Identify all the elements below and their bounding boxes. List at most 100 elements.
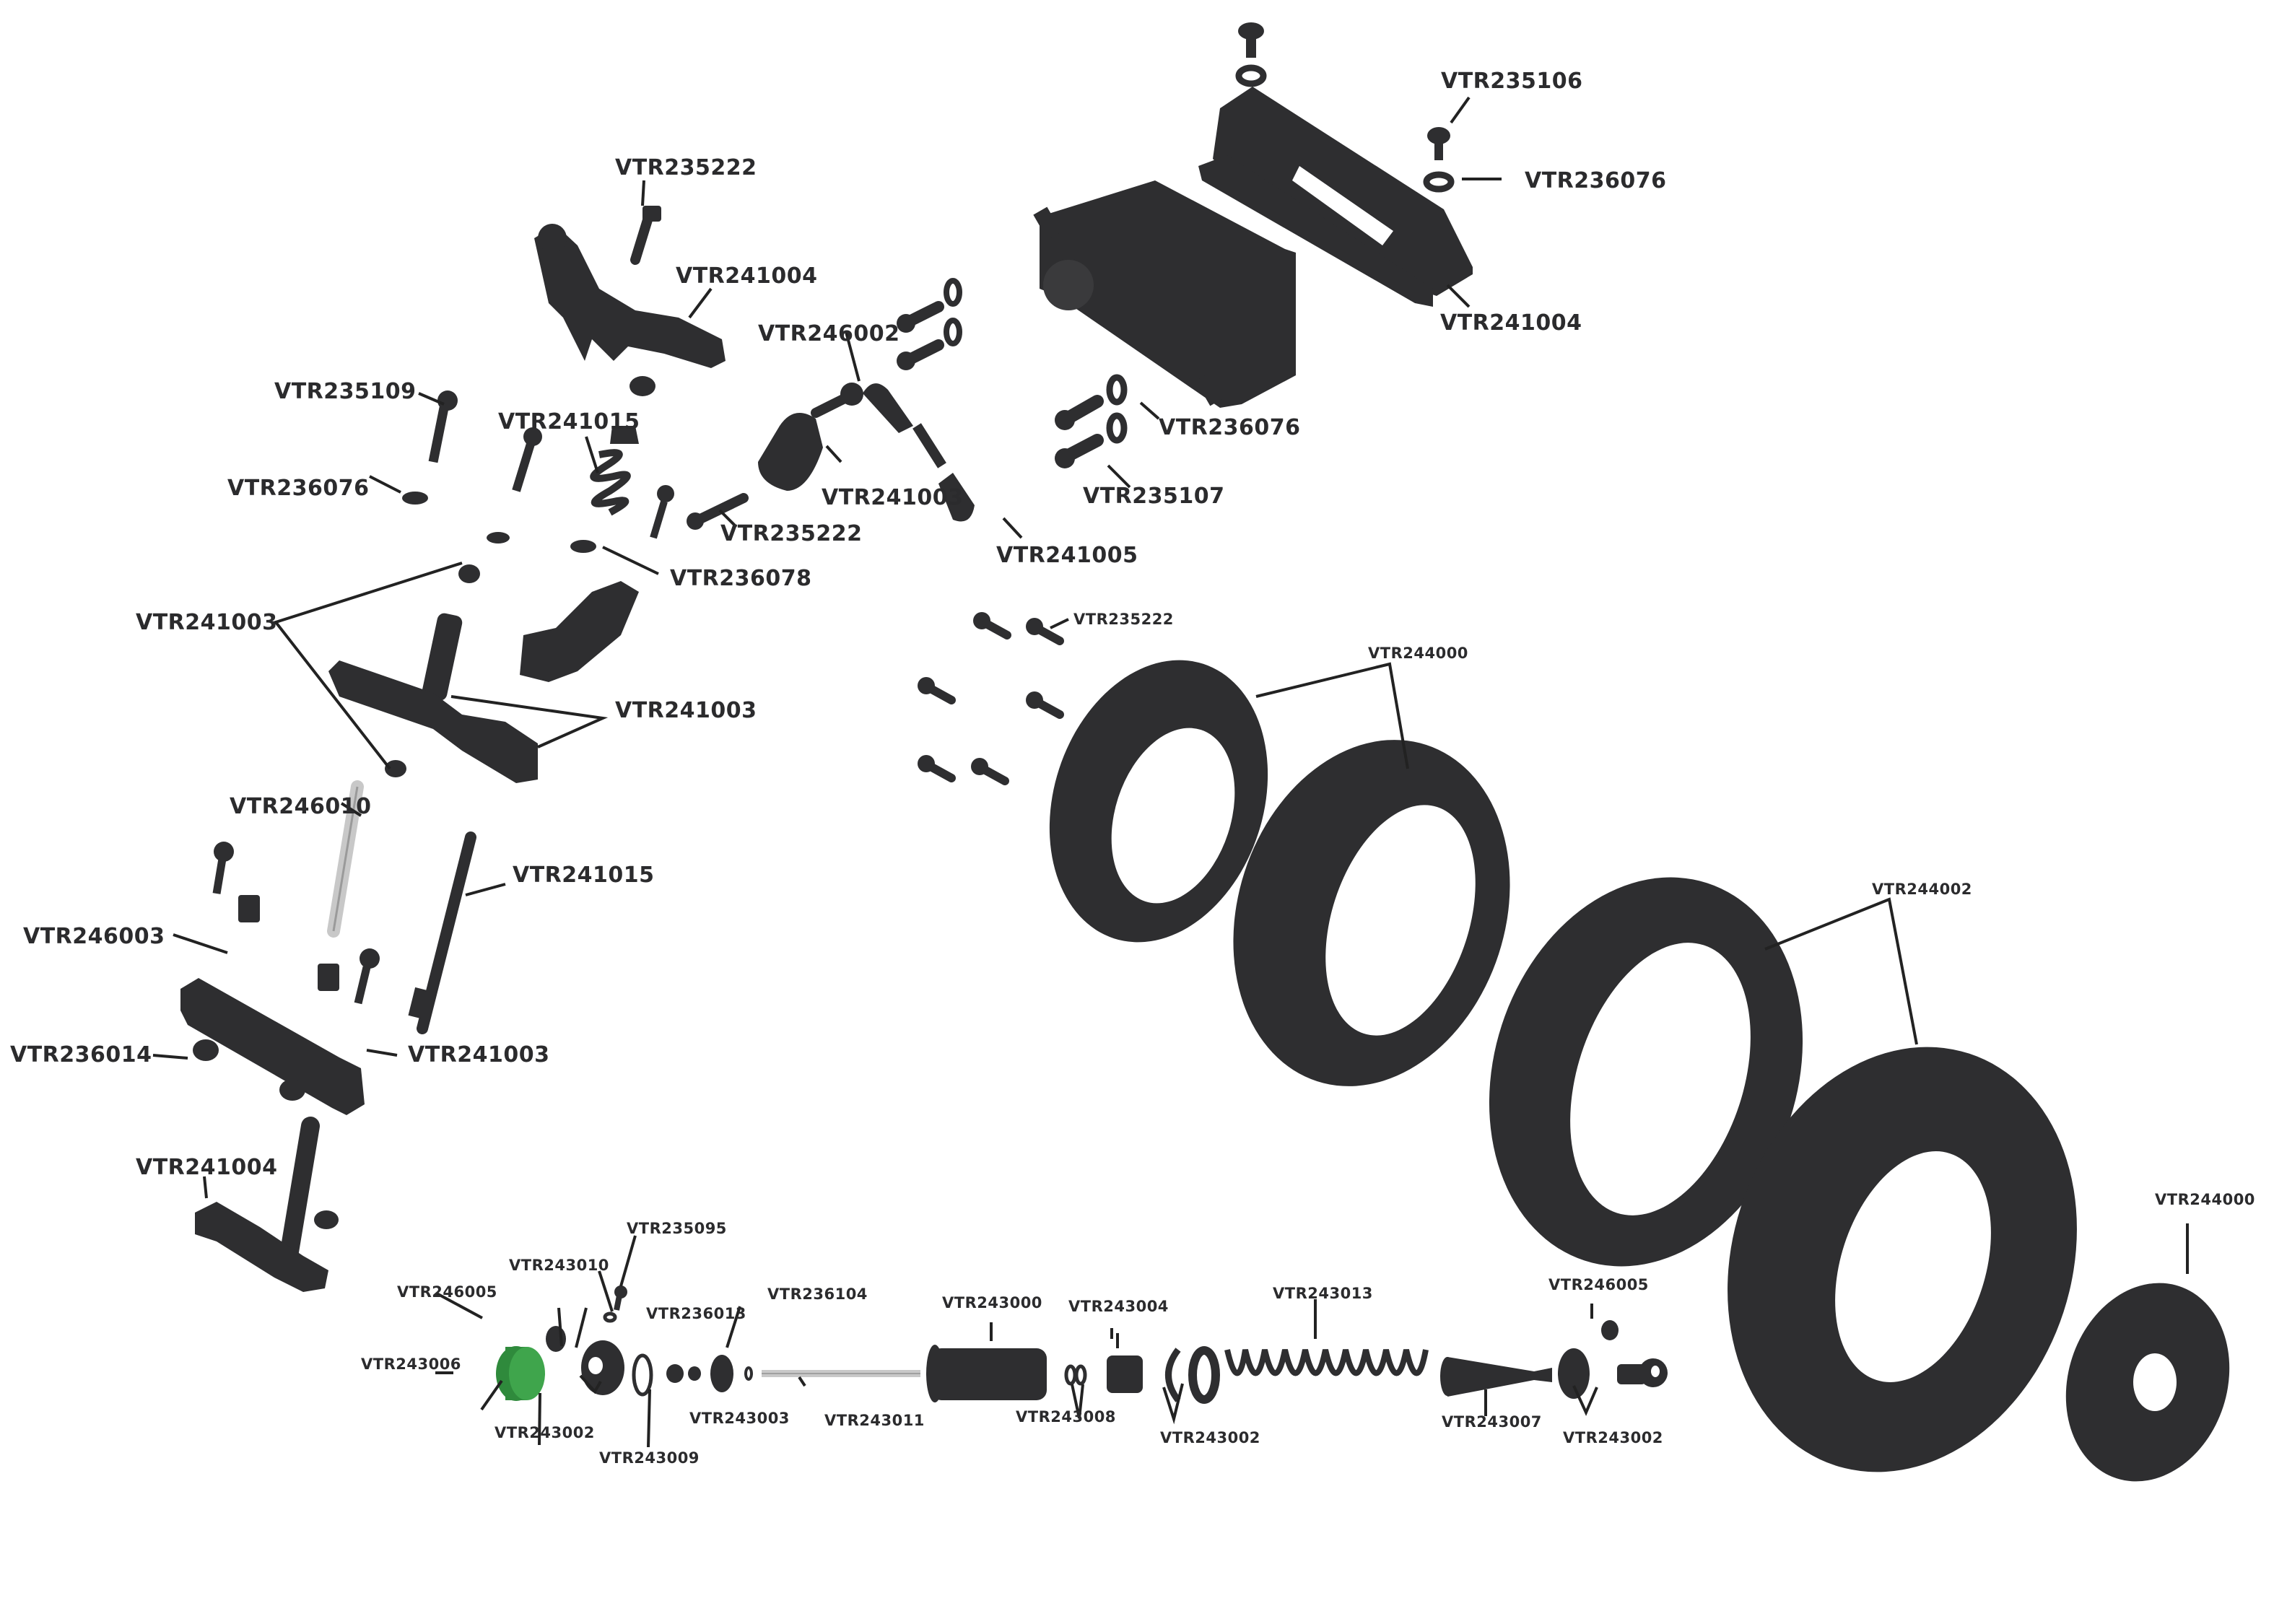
label-wheel-screws: VTR235222 xyxy=(1073,611,1174,628)
shock-rod-end xyxy=(1617,1358,1668,1387)
shock-oring xyxy=(632,1353,653,1397)
screw-left xyxy=(428,390,458,463)
label-shock-orings: VTR243008 xyxy=(1016,1408,1116,1426)
label-servo-washer: VTR236076 xyxy=(1159,415,1301,440)
ball-stud-left xyxy=(650,485,674,539)
label-shock-top-screw: VTR235095 xyxy=(627,1220,727,1237)
label-shock-rod-end: VTR243002 xyxy=(1563,1429,1663,1446)
washer-mid xyxy=(487,532,510,543)
label-shock-spring: VTR243013 xyxy=(1273,1285,1373,1302)
label-shock-eclip: VTR236104 xyxy=(767,1285,868,1303)
servo-mount-bracket xyxy=(1198,87,1473,307)
label-drag-link-ball: VTR246003 xyxy=(23,924,165,949)
label-shock-collar: VTR243004 xyxy=(1068,1298,1169,1315)
label-spring-post: VTR241015 xyxy=(498,409,640,435)
shock-boot-end xyxy=(1440,1357,1455,1396)
spring-post-screw xyxy=(512,427,542,492)
shock-cap xyxy=(496,1346,545,1401)
shock-clip xyxy=(1165,1348,1181,1402)
arm-screw-top xyxy=(630,206,661,265)
shock-top-end xyxy=(581,1340,624,1395)
label-shock-top-end: VTR243002 xyxy=(495,1424,595,1441)
bushing-upper-left xyxy=(458,564,480,583)
steering-arm-top xyxy=(534,224,726,368)
label-turnbuckle-end: VTR241005 xyxy=(996,543,1138,568)
bellcrank-right xyxy=(520,581,639,682)
bushing-lower-left xyxy=(385,760,406,777)
bushing-mid xyxy=(279,1079,305,1101)
shock-oring-a xyxy=(1064,1364,1077,1386)
drag-link xyxy=(180,978,365,1115)
ball-studs-lower xyxy=(212,842,380,1005)
label-shock-nut: VTR236013 xyxy=(646,1305,746,1322)
servo-mount-screw-top xyxy=(1235,22,1267,87)
label-shock-shaft: VTR243011 xyxy=(824,1412,925,1429)
label-tire-pair: VTR244002 xyxy=(1872,881,1972,898)
bushing-top xyxy=(630,376,655,396)
bellcrank-left xyxy=(328,613,538,783)
tire-outer xyxy=(1728,1047,2077,1472)
spring-washer xyxy=(570,540,596,553)
wheel-screws xyxy=(918,612,1064,785)
label-bellcrank-lower: VTR241004 xyxy=(136,1155,278,1180)
shock-spring xyxy=(1224,1349,1429,1376)
label-shock-oring-small: VTR243010 xyxy=(509,1257,609,1274)
label-shock-piston: VTR243003 xyxy=(689,1410,790,1427)
label-washer-left: VTR236076 xyxy=(227,476,370,501)
label-shock-ball-left: VTR246005 xyxy=(397,1283,497,1301)
label-bushing-small: VTR236014 xyxy=(10,1042,152,1068)
shock-piston-small xyxy=(688,1366,701,1381)
label-wheel-hub: VTR244000 xyxy=(2155,1191,2255,1208)
servo-body xyxy=(1033,180,1296,408)
wheel-half-inner xyxy=(1233,740,1510,1086)
label-servo-washer-top: VTR236076 xyxy=(1525,168,1667,193)
label-servo-screw-top: VTR235106 xyxy=(1441,69,1583,94)
ball-stud xyxy=(811,383,863,418)
shock-oring-b xyxy=(1074,1364,1087,1386)
label-bellcrank-pair: VTR241003 xyxy=(615,698,757,723)
label-hinge-pin: VTR246010 xyxy=(230,794,372,819)
bushing-small xyxy=(193,1039,219,1061)
label-shock-clip-retainer: VTR243002 xyxy=(1160,1429,1260,1446)
label-servo-mount: VTR241004 xyxy=(1440,310,1582,336)
shock-bottom-end xyxy=(1558,1320,1619,1399)
wheel-half-outer xyxy=(1049,660,1268,943)
label-servo-saver-horn: VTR241003 xyxy=(822,485,964,510)
label-steering-arm-top: VTR241004 xyxy=(676,263,818,289)
top-hat-bushings xyxy=(238,895,339,991)
servo-mount-screw-right xyxy=(1423,127,1455,193)
shock-boot xyxy=(1447,1357,1552,1397)
leader-lines xyxy=(152,96,2189,1448)
shock-nut xyxy=(666,1364,684,1383)
shock-spring-cup xyxy=(1188,1346,1220,1404)
label-spring-washer: VTR236078 xyxy=(670,566,812,591)
servo-horn xyxy=(758,413,823,491)
label-horn-screw: VTR235222 xyxy=(720,521,863,546)
label-post-shaft: VTR241015 xyxy=(513,863,655,888)
post-shaft xyxy=(408,831,476,1034)
shock-body xyxy=(926,1345,1047,1402)
label-servo-screw: VTR235107 xyxy=(1083,484,1225,509)
turnbuckle xyxy=(863,383,975,522)
horn-screws xyxy=(897,278,962,370)
shock-top-screw xyxy=(603,1285,627,1323)
label-drag-link: VTR241003 xyxy=(408,1042,550,1068)
bellcrank-lower xyxy=(195,1117,328,1292)
label-wheel-halves: VTR244000 xyxy=(1368,645,1468,662)
shock-piston xyxy=(710,1355,733,1392)
label-arm-screw-top: VTR235222 xyxy=(615,155,757,180)
label-shock-cap: VTR243006 xyxy=(361,1355,461,1373)
label-bushing-callout: VTR241003 xyxy=(136,610,278,635)
label-shock-oring: VTR243009 xyxy=(599,1449,700,1467)
shock-eclip xyxy=(744,1366,753,1381)
label-shock-ball-right: VTR246005 xyxy=(1548,1276,1649,1293)
washer-left xyxy=(402,492,428,505)
shock-collar xyxy=(1107,1355,1143,1393)
label-screw-left: VTR235109 xyxy=(274,379,417,404)
servo-screws-lower xyxy=(1055,374,1128,468)
label-shock-body: VTR243000 xyxy=(942,1294,1042,1311)
tire-inner xyxy=(1489,877,1803,1267)
label-shock-boot: VTR243007 xyxy=(1442,1413,1542,1431)
wheel-hub xyxy=(2065,1283,2230,1482)
